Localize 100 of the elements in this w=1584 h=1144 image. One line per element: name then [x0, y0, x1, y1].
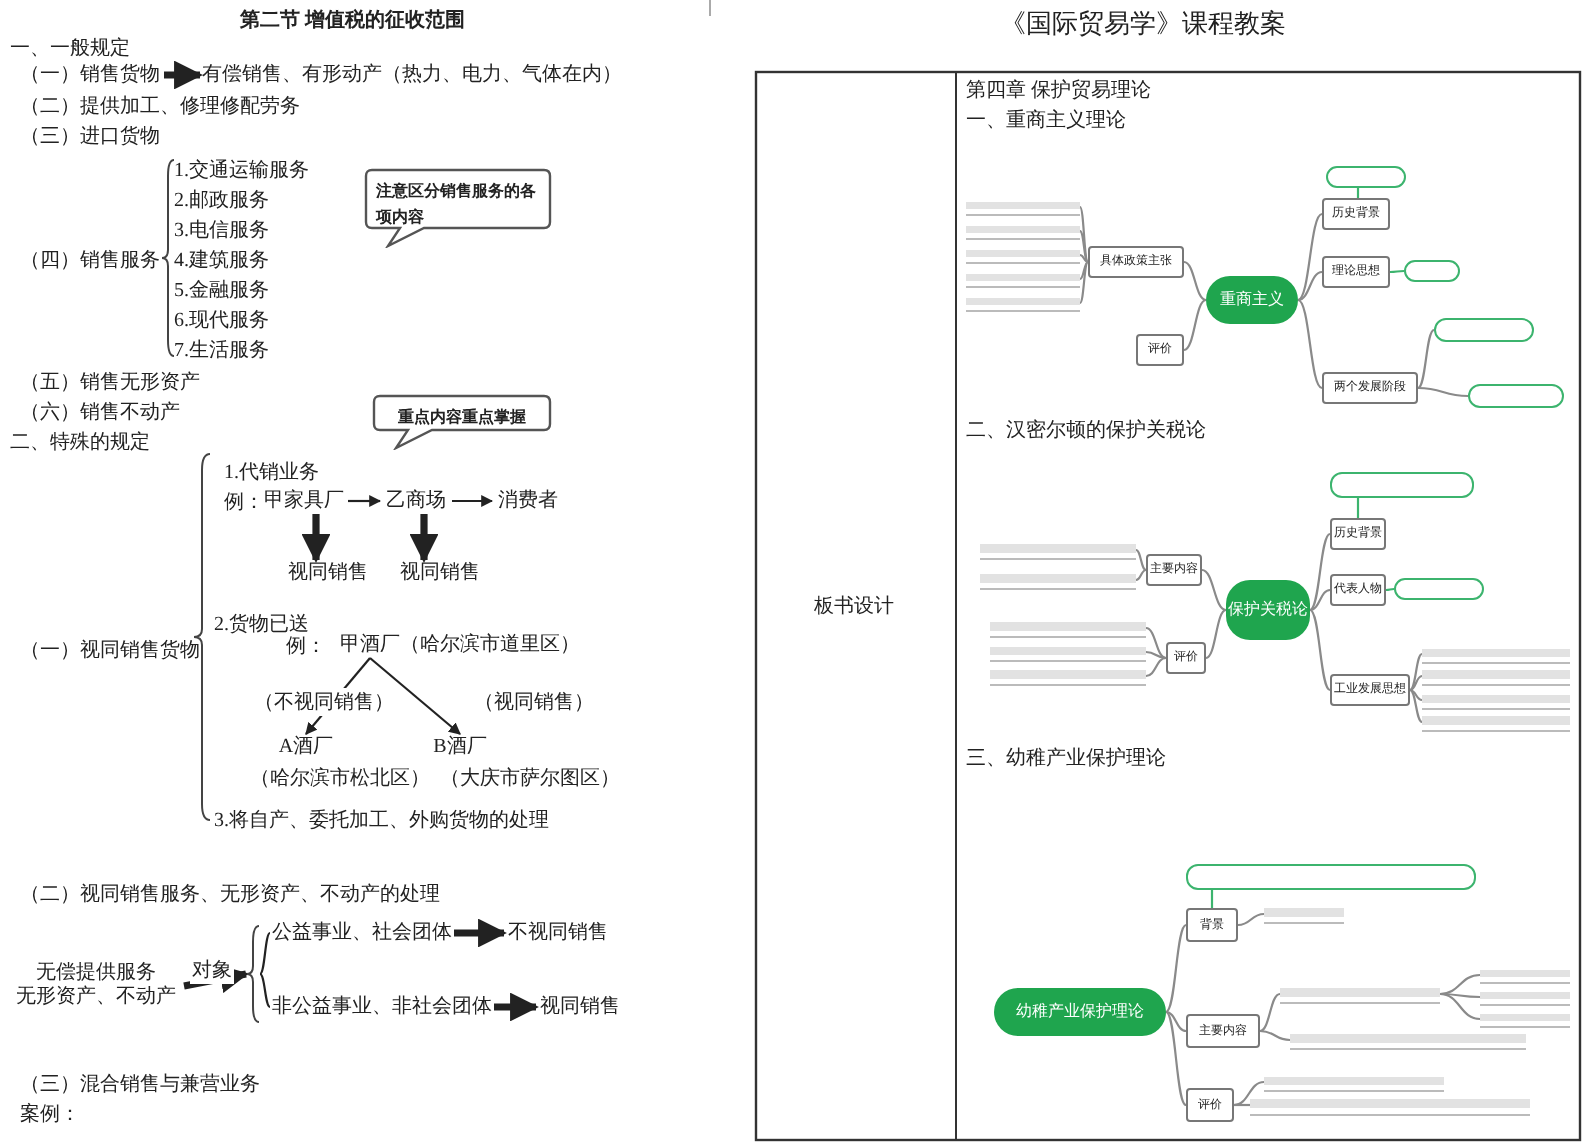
arrow [301, 514, 331, 563]
blurred-leaf [966, 246, 1080, 264]
connector-line [1297, 213, 1323, 301]
arrow [183, 964, 249, 994]
connector-line [1135, 549, 1147, 571]
chapter-heading: 第四章 保护贸易理论 [966, 77, 1151, 104]
blurred-leaf [1290, 1030, 1526, 1050]
item-text: 甲家具厂 [260, 488, 348, 514]
text-line: （二）提供加工、修理修配劳务 [20, 93, 300, 120]
text-line: （三）进口货物 [20, 123, 160, 150]
item-text: 无偿提供服务 无形资产、不动产 [8, 956, 184, 1016]
connector-line [1234, 1103, 1250, 1107]
connector-line [1165, 924, 1187, 1013]
blurred-leaf [966, 270, 1080, 288]
location-note: （大庆市萨尔图区） [440, 765, 620, 792]
item-text: 视同销售 [536, 994, 624, 1020]
item-text: （一）销售货物 [16, 62, 164, 88]
item-text: 不视同销售 [504, 920, 612, 946]
blurred-leaf [1264, 904, 1344, 924]
text-line: 3.电信服务 [174, 217, 269, 244]
connector-line [1309, 533, 1331, 611]
connector-line [1145, 626, 1167, 660]
item-text: 非公益事业、非社会团体 [270, 994, 494, 1020]
connector-line [1079, 206, 1089, 263]
connector-line [1297, 270, 1323, 302]
blurred-leaf [1480, 1010, 1570, 1028]
arrow [348, 495, 382, 507]
blurred-leaf [990, 666, 1146, 686]
item-text: 乙商场 [380, 488, 452, 514]
connector-line [1237, 912, 1265, 927]
blurred-leaf [1264, 1072, 1444, 1092]
connector-line [1309, 588, 1331, 612]
blurred-leaf [980, 540, 1136, 560]
connector-line [1259, 1029, 1291, 1042]
text-line: 1.代销业务 [224, 459, 319, 486]
note-bubble [1404, 260, 1460, 282]
blurred-leaf [1422, 644, 1570, 664]
blurred-leaf [1480, 966, 1570, 984]
note-bubble [1186, 864, 1476, 890]
text-line: （六）销售不动产 [20, 399, 180, 426]
connector-line [1210, 890, 1214, 908]
blurred-leaf [1280, 984, 1440, 1004]
text-line: 1.交通运输服务 [174, 157, 309, 184]
blurred-leaf [966, 294, 1080, 312]
connector-line [1417, 329, 1435, 389]
note-bubble [1468, 384, 1564, 408]
blurred-leaf [990, 618, 1146, 638]
speech-bubble: 注意区分销售服务的各项内容 [364, 168, 552, 248]
text-line: 2.货物已送 [214, 612, 309, 636]
text-line: （二）视同销售服务、无形资产、不动产的处理 [20, 881, 440, 908]
arrow [452, 495, 494, 507]
blurred-leaf [980, 570, 1136, 590]
connector-line [1385, 587, 1395, 592]
text-line: 5.金融服务 [174, 277, 269, 304]
text-line: 3.将自产、委托加工、外购货物的处理 [214, 807, 549, 834]
connector-line [1356, 498, 1360, 518]
connector-line [1079, 261, 1089, 304]
heading: 一、一般规定 [10, 35, 130, 62]
blurred-leaf [966, 198, 1080, 216]
central-topic: 重商主义 [1206, 276, 1298, 324]
arrow [369, 657, 461, 735]
blurred-leaf [1422, 712, 1570, 732]
arrow [164, 60, 203, 90]
table-cell-text: 板书设计 [814, 593, 894, 620]
note-bubble [1326, 166, 1406, 188]
text-line: （三）混合销售与兼营业务 [20, 1071, 260, 1098]
blurred-leaf [966, 222, 1080, 240]
location-note: （哈尔滨市松北区） [250, 765, 430, 792]
connector-line [1389, 269, 1405, 274]
item-text: 视同销售 [396, 560, 484, 586]
text-line: （五）销售无形资产 [20, 369, 200, 396]
section-heading: 一、重商主义理论 [966, 107, 1126, 134]
text-line: 例： [286, 634, 326, 660]
arrow [409, 514, 439, 563]
connector-line [1135, 569, 1147, 581]
connector-line [1417, 386, 1469, 398]
heading: 二、特殊的规定 [10, 429, 150, 456]
text-line: （一）视同销售货物 [20, 637, 200, 664]
text-line: 2.邮政服务 [174, 187, 269, 214]
connector-line [1409, 653, 1423, 691]
note-bubble [1394, 578, 1484, 600]
connector-line [1201, 568, 1227, 612]
section-heading: 二、汉密尔顿的保护关税论 [966, 417, 1206, 444]
connector-line [1297, 299, 1323, 389]
text-line: 例： [224, 490, 264, 516]
item-text: 视同销售 [284, 560, 372, 586]
connector-line [1183, 260, 1207, 302]
section-heading: 三、幼稚产业保护理论 [966, 745, 1166, 772]
connector-line [1409, 689, 1423, 723]
connector-line [1439, 973, 1481, 996]
item-text: 甲酒厂（哈尔滨市道里区） [330, 632, 590, 658]
connector-line [1440, 992, 1480, 999]
speech-bubble: 重点内容重点掌握 [372, 394, 552, 450]
note-bubble [1434, 318, 1534, 342]
arrow [454, 918, 507, 948]
blurred-leaf [1480, 988, 1570, 1006]
blurred-leaf [990, 642, 1146, 662]
connector-line [1309, 609, 1331, 691]
connector-line [1079, 261, 1089, 280]
edge-label: 对象 [190, 956, 234, 984]
